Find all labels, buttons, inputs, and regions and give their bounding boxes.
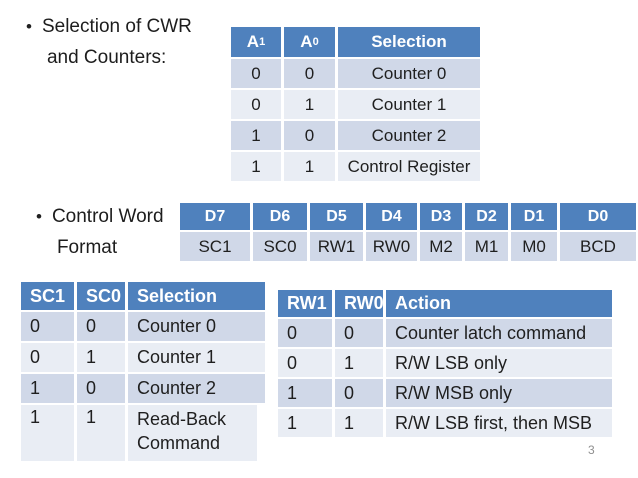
table-cell: R/W LSB first, then MSB: [386, 409, 612, 437]
bit-cell-sc1: SC1: [180, 232, 250, 261]
bit-cell-m1: M1: [465, 232, 508, 261]
table-cell: 1: [335, 349, 383, 377]
table-cell: 0: [335, 379, 383, 407]
table-cell: Counter 2: [338, 121, 480, 150]
table-cell: Counter 1: [128, 343, 265, 372]
table-cell: 1: [77, 405, 125, 461]
table-cell: 1: [284, 152, 335, 181]
table-cell: R/W LSB only: [386, 349, 612, 377]
table-cell: 0: [278, 349, 332, 377]
table-cell: 1: [77, 343, 125, 372]
column-header-d2: D2: [465, 203, 508, 230]
column-header-d5: D5: [310, 203, 363, 230]
bit-cell-sc0: SC0: [253, 232, 307, 261]
column-header-sc0: SC0: [77, 282, 125, 310]
column-header-selection: Selection: [128, 282, 265, 310]
bit-cell-bcd: BCD: [560, 232, 636, 261]
bit-cell-m0: M0: [511, 232, 557, 261]
sc-selection-table: SC1 SC0 Selection 0 0 Counter 0 0 1 Coun…: [21, 282, 265, 461]
table-cell: 0: [21, 343, 74, 372]
table-cell: 1: [278, 379, 332, 407]
column-header-sc1: SC1: [21, 282, 74, 310]
column-header-d7: D7: [180, 203, 250, 230]
table-cell: 1: [231, 152, 281, 181]
bullet-selection-line1: Selection of CWR: [41, 16, 192, 37]
table-cell: R/W MSB only: [386, 379, 612, 407]
table-cell: 0: [77, 374, 125, 403]
table-cell: 1: [284, 90, 335, 119]
table-cell: 1: [21, 405, 74, 461]
bit-cell-m2: M2: [420, 232, 462, 261]
table-cell: Counter 1: [338, 90, 480, 119]
table-cell: 1: [21, 374, 74, 403]
column-header-action: Action: [386, 290, 612, 317]
bullet-control-line1: Control Word: [51, 206, 164, 227]
column-header-d1: D1: [511, 203, 557, 230]
bullet-selection-line2: and Counters:: [46, 47, 167, 68]
table-cell: 0: [284, 121, 335, 150]
rw-action-table: RW1 RW0 Action 0 0 Counter latch command…: [278, 290, 612, 437]
table-cell: Counter latch command: [386, 319, 612, 347]
bullet-selection-cwr: • Selection of CWR and Counters:: [26, 11, 192, 73]
table-cell: 1: [335, 409, 383, 437]
table-cell: 1: [231, 121, 281, 150]
table-cell: Read-Back Command: [128, 405, 257, 461]
column-header-d6: D6: [253, 203, 307, 230]
table-cell: Counter 2: [128, 374, 265, 403]
table-cell: 0: [231, 90, 281, 119]
column-header-rw1: RW1: [278, 290, 332, 317]
page-number: 3: [588, 443, 595, 457]
table-cell: 0: [335, 319, 383, 347]
bit-cell-rw0: RW0: [366, 232, 417, 261]
column-header-rw0: RW0: [335, 290, 384, 317]
table-cell: 0: [77, 312, 125, 341]
table-cell: 0: [21, 312, 74, 341]
column-header-d4: D4: [366, 203, 417, 230]
table-cell: 0: [278, 319, 332, 347]
bullet-marker: •: [26, 17, 32, 36]
table-cell: Control Register: [338, 152, 480, 181]
control-word-format-table: D7 D6 D5 D4 D3 D2 D1 D0 SC1 SC0 RW1 RW0 …: [180, 203, 636, 261]
column-header-d3: D3: [420, 203, 462, 230]
table-cell: Counter 0: [128, 312, 265, 341]
table-cell: 1: [278, 409, 332, 437]
bullet-control-word: • Control Word Format: [36, 201, 164, 263]
bullet-control-line2: Format: [56, 237, 118, 258]
table-cell: Counter 0: [338, 59, 480, 88]
table-cell: 0: [231, 59, 281, 88]
bullet-marker: •: [36, 207, 42, 226]
bit-cell-rw1: RW1: [310, 232, 363, 261]
column-header-selection: Selection: [338, 27, 480, 57]
column-header-d0: D0: [560, 203, 636, 230]
table-cell: 0: [284, 59, 335, 88]
